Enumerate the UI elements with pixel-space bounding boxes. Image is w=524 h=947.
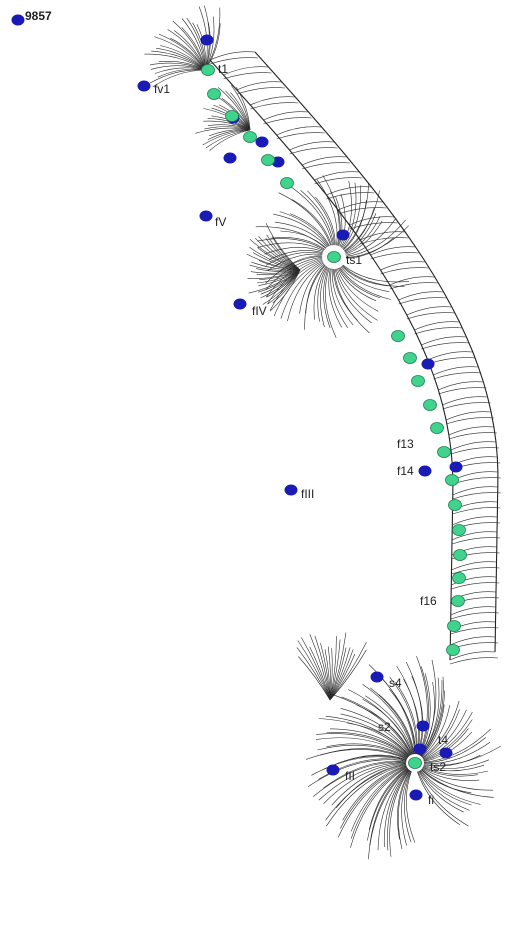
label-f16: f16 [420, 594, 437, 608]
label-corner: 9857 [25, 9, 52, 23]
label-f13: f13 [397, 437, 414, 451]
label-fi: fi [428, 793, 434, 807]
label-fIV: fIV [252, 304, 267, 318]
blue-node-corner [12, 15, 25, 26]
label-fv1: fv1 [154, 82, 170, 96]
label-fV: fV [215, 215, 226, 229]
green-node-ts2 [409, 758, 422, 769]
green-node-g1 [202, 65, 215, 76]
blue-node-s2 [417, 721, 430, 732]
blue-node-b10 [422, 359, 435, 370]
label-t4: t4 [438, 733, 448, 747]
green-node-g16 [453, 525, 466, 536]
green-node-g2 [208, 89, 221, 100]
blue-node-s2top [337, 230, 350, 241]
green-node-g9 [404, 353, 417, 364]
blue-node-fV [200, 211, 213, 222]
label-ts2: ts2 [430, 760, 446, 774]
green-node-g14 [446, 475, 459, 486]
label-ts1: ts1 [346, 253, 362, 267]
blue-node-b13 [450, 462, 463, 473]
blue-node-fIV [234, 299, 247, 310]
blue-node-b17 [440, 748, 453, 759]
label-t1: t1 [218, 62, 228, 76]
blue-node-s4 [371, 672, 384, 683]
green-node-g3 [226, 111, 239, 122]
green-node-g17 [454, 550, 467, 561]
green-node-g18 [453, 573, 466, 584]
label-fII: fII [345, 769, 355, 783]
label-s2: s2 [378, 720, 391, 734]
green-node-g21 [447, 645, 460, 656]
green-node-g10 [412, 376, 425, 387]
green-node-g20 [448, 621, 461, 632]
blue-node-top1 [201, 35, 214, 46]
blue-node-f14 [419, 466, 432, 477]
green-node-g15 [449, 500, 462, 511]
blue-node-fv1 [138, 81, 151, 92]
blue-node-fi [410, 790, 423, 801]
green-node-g13 [438, 447, 451, 458]
label-f14: f14 [397, 464, 414, 478]
green-node-g4 [244, 132, 257, 143]
green-node-g11 [424, 400, 437, 411]
blue-node-b16 [414, 744, 427, 755]
blue-node-fII [327, 765, 340, 776]
label-s4: s4 [389, 676, 402, 690]
green-node-g12 [431, 423, 444, 434]
blue-node-b5 [224, 153, 237, 164]
blue-node-b4 [256, 137, 269, 148]
green-node-g5 [262, 155, 275, 166]
green-node-g8 [392, 331, 405, 342]
green-node-g19 [452, 596, 465, 607]
green-node-ts1 [328, 252, 341, 263]
blue-node-fIII [285, 485, 298, 496]
label-fIII: fIII [301, 487, 314, 501]
green-node-g6 [281, 178, 294, 189]
